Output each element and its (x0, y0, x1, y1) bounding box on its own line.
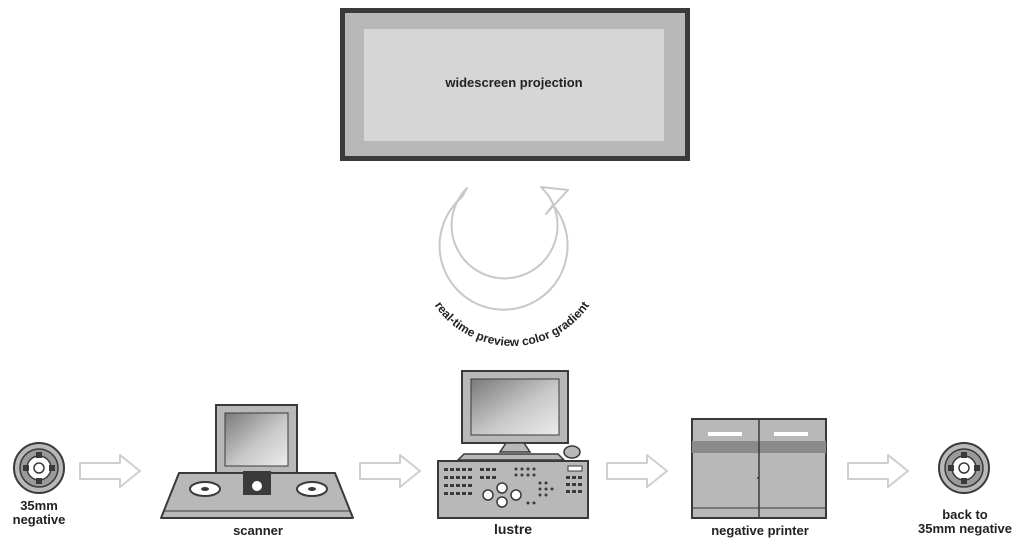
step-label-scanner: scanner (233, 523, 283, 538)
lustre-workstation-icon (437, 370, 589, 519)
step-label-lustre: lustre (493, 521, 533, 537)
step-label-line: back to (942, 507, 988, 522)
film-reel-icon (13, 442, 65, 494)
scanner-icon (160, 404, 354, 519)
flow-arrow-2 (359, 454, 421, 488)
step-label-negative-printer: negative printer (711, 523, 809, 538)
flow-arrow-4 (847, 454, 909, 488)
step-label-35mm-negative: 35mm negative (4, 499, 74, 527)
cycle-arrow-icon (438, 186, 569, 311)
projection-screen (340, 8, 690, 161)
step-label-line: 35mm negative (918, 521, 1012, 536)
flow-arrow-1 (79, 454, 141, 488)
screen-label: widescreen projection (445, 75, 583, 90)
step-label-line: negative (12, 512, 66, 527)
step-label-back-to-35mm-negative: back to 35mm negative (909, 508, 1021, 536)
flow-arrow-3 (606, 454, 668, 488)
film-reel-icon (938, 442, 990, 494)
negative-printer-icon (691, 418, 827, 519)
step-label-line: 35mm (20, 498, 58, 513)
